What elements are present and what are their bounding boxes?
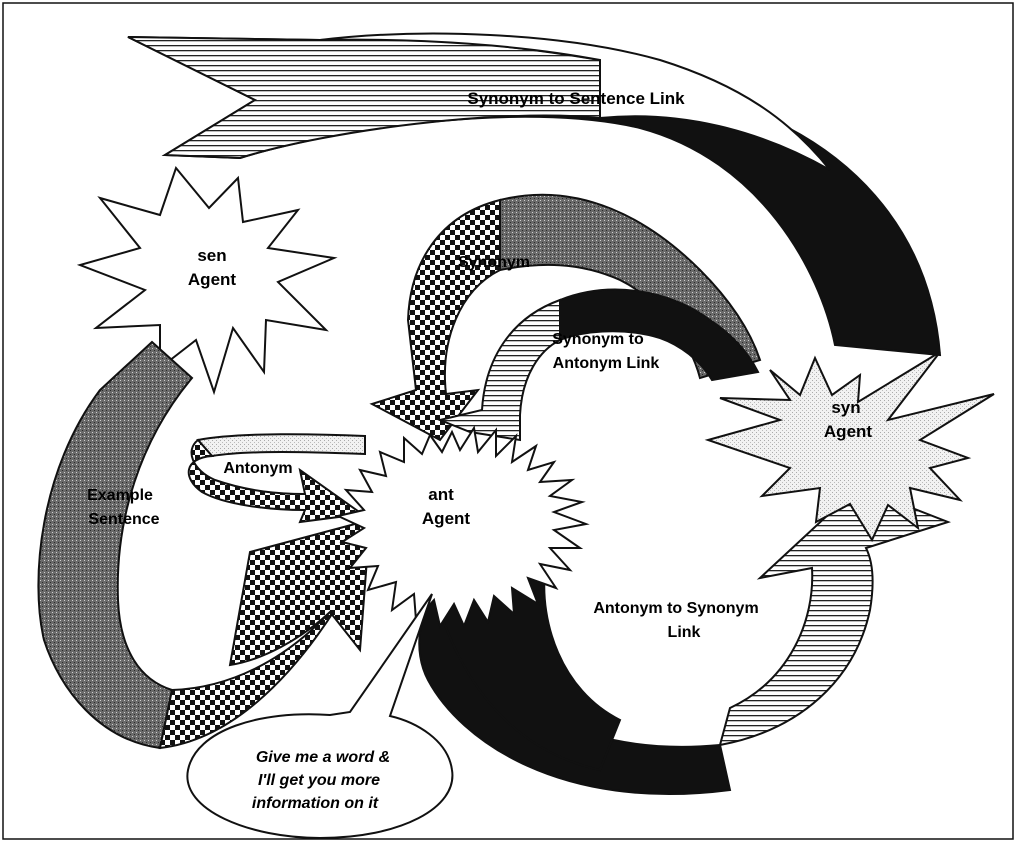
synonym-to-antonym-label-1: Synonym to: [552, 331, 644, 348]
callout-bubble: [186, 593, 454, 840]
syn-agent-star: [704, 351, 995, 543]
synonym-to-sentence-arrow-body-light: [319, 32, 831, 171]
antonym-label: Antonym: [223, 460, 292, 477]
example-sentence-label-1: Example: [87, 487, 153, 504]
synonym-to-antonym-arrow-hatch: [436, 298, 561, 442]
antonym-to-synonym-label-1: Antonym to Synonym: [593, 600, 758, 617]
ant-agent-label-2: Agent: [422, 509, 471, 528]
synonym-to-sentence-label: Synonym to Sentence Link: [467, 89, 685, 108]
synonym-label: Synonym: [458, 254, 530, 271]
callout-line-3: information on it: [252, 795, 379, 812]
example-sentence-arrow-head: [228, 518, 372, 667]
antonym-to-synonym-label-2: Link: [668, 624, 701, 641]
example-sentence-label-2: Sentence: [88, 511, 159, 528]
example-sentence-arrow-stipple: [37, 340, 194, 750]
synonym-arrow-checker: [369, 198, 501, 442]
syn-agent-label-1: syn: [831, 398, 860, 417]
antonym-arrow-stipple: [196, 433, 366, 458]
sen-agent-label-2: Agent: [188, 270, 237, 289]
antonym-to-synonym-arrow-black-top: [434, 570, 622, 772]
callout-line-1: Give me a word &: [256, 749, 390, 766]
ant-agent-star: [334, 425, 590, 629]
sen-agent-label-1: sen: [197, 246, 226, 265]
sen-agent-star: [76, 165, 338, 396]
synonym-to-antonym-label-2: Antonym Link: [553, 355, 660, 372]
callout-line-2: I'll get you more: [258, 772, 380, 789]
antonym-to-synonym-arrow-hatch: [718, 485, 952, 747]
synonym-to-antonym-arrow-black: [559, 288, 760, 382]
ant-agent-label-1: ant: [428, 485, 454, 504]
syn-agent-label-2: Agent: [824, 422, 873, 441]
antonym-arrow-checker: [187, 438, 365, 524]
